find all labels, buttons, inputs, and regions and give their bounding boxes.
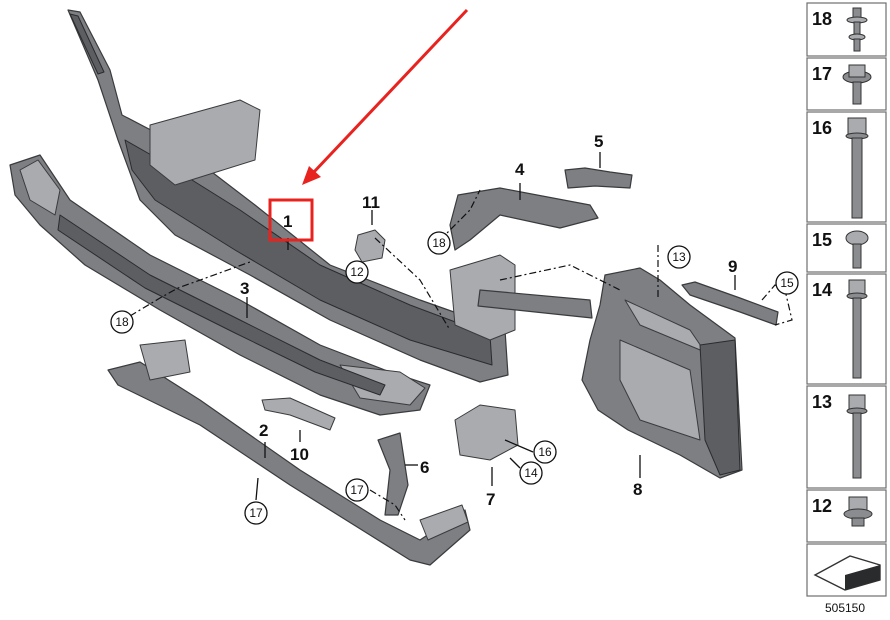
svg-text:14: 14 xyxy=(524,466,538,480)
svg-text:16: 16 xyxy=(812,118,832,138)
torx-bolt-icon xyxy=(845,230,869,269)
svg-text:13: 13 xyxy=(672,250,686,264)
svg-text:12: 12 xyxy=(350,265,364,279)
highlight-box xyxy=(268,198,314,242)
part-1-upper-carrier xyxy=(67,9,593,383)
arrow-head-icon xyxy=(302,166,321,185)
circled-callout-12: 12 xyxy=(345,260,369,284)
flange-nut-icon xyxy=(843,496,873,527)
svg-text:13: 13 xyxy=(812,392,832,412)
callouts: 1 2 3 4 5 6 7 8 9 10 11 xyxy=(240,132,737,509)
shim-wedge-icon xyxy=(813,555,881,591)
short-bolt-with-washer-icon xyxy=(846,7,868,52)
fastener-row-14: 14 xyxy=(806,273,887,385)
callout-4: 4 xyxy=(515,160,525,179)
circled-callout-14: 14 xyxy=(519,461,543,485)
circled-callout-18a: 18 xyxy=(110,310,134,334)
circled-callout-15: 15 xyxy=(775,271,799,295)
footer-icon-box xyxy=(806,543,887,597)
svg-text:18: 18 xyxy=(432,236,446,250)
callout-10: 10 xyxy=(290,445,309,464)
callout-2: 2 xyxy=(259,421,268,440)
long-hex-bolt-icon-2 xyxy=(846,279,868,379)
part-11-clip xyxy=(354,229,386,263)
fastener-panel: 18 17 16 xyxy=(806,2,887,615)
fastener-row-15: 15 xyxy=(806,223,887,273)
part-7-bracket xyxy=(454,404,519,461)
svg-text:12: 12 xyxy=(812,496,832,516)
fastener-row-13: 13 xyxy=(806,385,887,489)
callout-5: 5 xyxy=(594,132,603,151)
svg-text:17: 17 xyxy=(249,506,263,520)
callout-9: 9 xyxy=(728,257,737,276)
part-8-side-frame xyxy=(581,267,743,479)
part-10-bracket xyxy=(261,397,336,431)
callout-1: 1 xyxy=(283,212,292,231)
svg-text:18: 18 xyxy=(812,9,832,29)
circled-callouts: 18 18 12 13 15 16 14 17 xyxy=(110,231,799,525)
circled-callout-17a: 17 xyxy=(345,478,369,502)
svg-text:15: 15 xyxy=(812,230,832,250)
part-4-bracket xyxy=(449,187,599,251)
callout-3: 3 xyxy=(240,279,249,298)
svg-text:16: 16 xyxy=(538,445,552,459)
fastener-row-16: 16 xyxy=(806,111,887,223)
circled-callout-18b: 18 xyxy=(427,231,451,255)
leader-lines xyxy=(129,152,793,521)
svg-text:15: 15 xyxy=(780,276,794,290)
hex-bolt-icon xyxy=(846,394,868,479)
highlight-arrow xyxy=(268,8,469,242)
part-9-strut xyxy=(681,281,779,326)
circled-callout-16: 16 xyxy=(533,440,557,464)
image-number: 505150 xyxy=(825,601,865,615)
callout-6: 6 xyxy=(420,458,429,477)
callout-8: 8 xyxy=(633,480,642,499)
circled-callout-17b: 17 xyxy=(244,501,268,525)
fastener-row-12: 12 xyxy=(806,489,887,543)
part-6-bracket xyxy=(377,432,409,516)
part-5-bracket xyxy=(564,167,633,189)
svg-text:14: 14 xyxy=(812,280,832,300)
svg-text:18: 18 xyxy=(115,315,129,329)
long-hex-bolt-icon xyxy=(845,117,869,219)
part-2-bumper-beam xyxy=(107,339,471,566)
fastener-row-18: 18 xyxy=(806,2,887,57)
part-3-lower-carrier xyxy=(9,154,431,416)
svg-text:17: 17 xyxy=(350,483,364,497)
callout-11: 11 xyxy=(362,193,380,212)
svg-text:17: 17 xyxy=(812,64,832,84)
collar-nut-icon xyxy=(842,64,872,105)
fastener-row-17: 17 xyxy=(806,57,887,111)
callout-7: 7 xyxy=(486,490,495,509)
circled-callout-13: 13 xyxy=(667,245,691,269)
